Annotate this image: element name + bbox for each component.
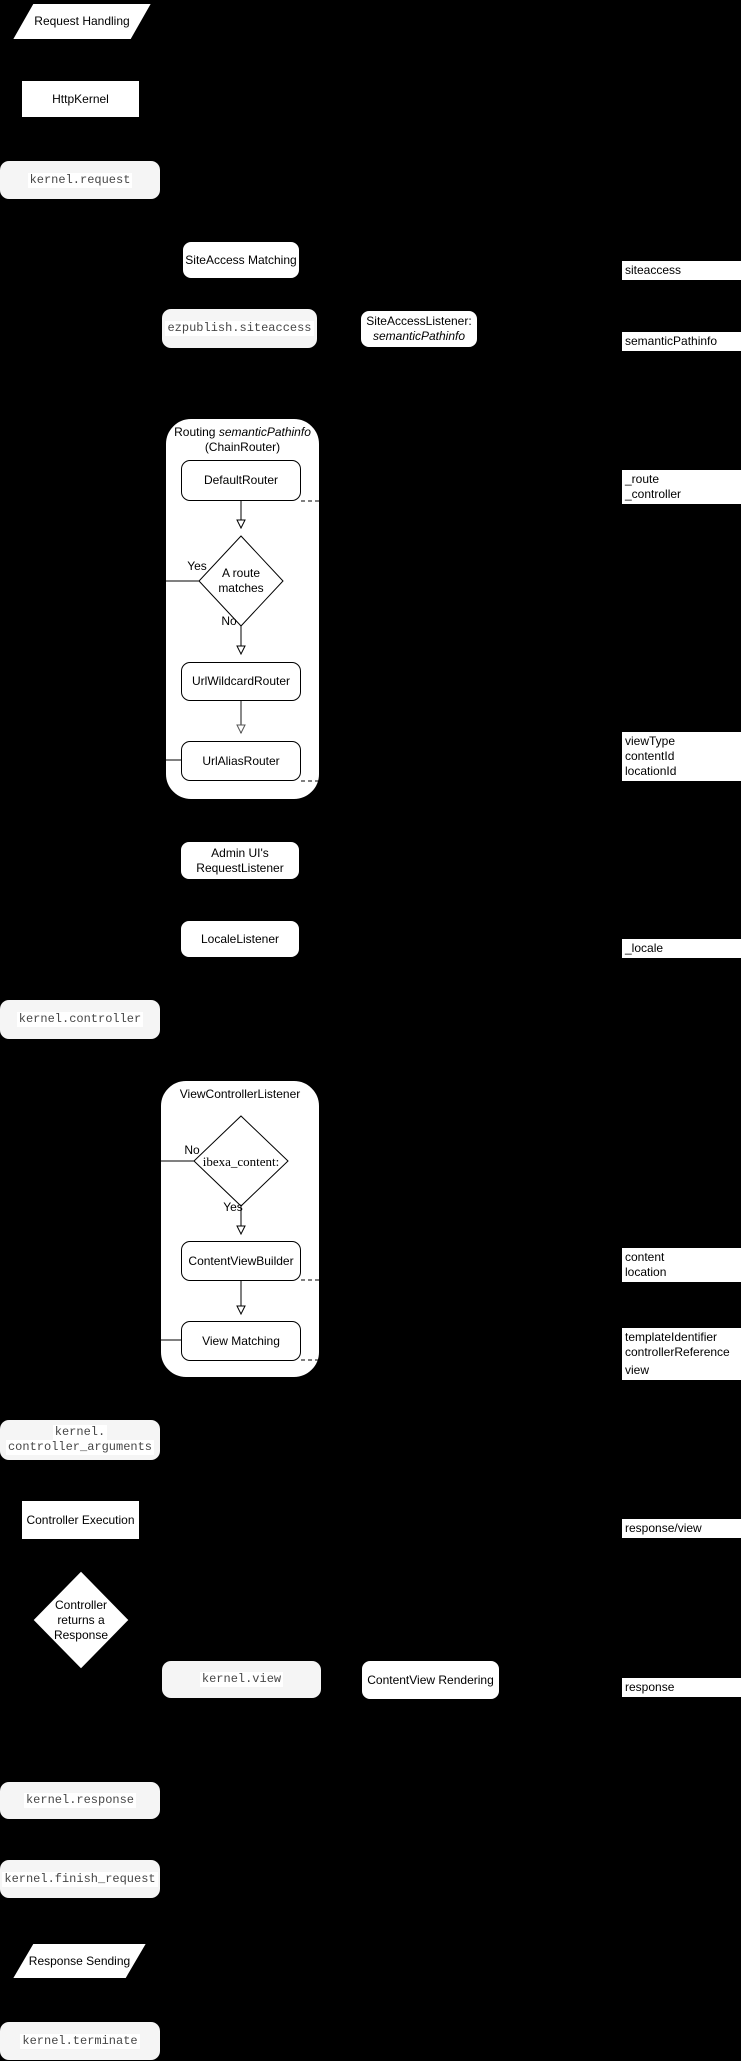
kernel-finish-request-label: kernel.finish_request <box>2 1871 158 1887</box>
kernel-view-event: kernel.view <box>162 1661 321 1698</box>
urlwildcardrouter-label: UrlWildcardRouter <box>191 674 291 688</box>
request-handling-label: Request Handling <box>34 14 130 28</box>
contentviewbuilder-node: ContentViewBuilder <box>181 1241 301 1281</box>
controller-execution-node: Controller Execution <box>21 1500 140 1540</box>
kernel-response-event: kernel.response <box>0 1782 160 1819</box>
urlwildcardrouter-node: UrlWildcardRouter <box>181 662 301 701</box>
kernel-view-label: kernel.view <box>199 1672 284 1687</box>
route-matches-label: A route matches <box>218 566 264 595</box>
httpkernel-node: HttpKernel <box>21 80 140 118</box>
response-sending-label: Response Sending <box>28 1953 131 1968</box>
admin-ui-requestlistener-node: Admin UI's RequestListener <box>180 841 300 880</box>
side-label-siteaccess: siteaccess <box>622 261 741 280</box>
controller-returns-response-label: Controller returns a Response <box>53 1598 109 1642</box>
side-label-response: response <box>622 1678 741 1697</box>
kernel-terminate-event: kernel.terminate <box>0 2022 160 2060</box>
kernel-request-label: kernel.request <box>27 172 133 188</box>
viewcontroller-connectors <box>161 1115 321 1361</box>
side-label-template-controller-reference: templateIdentifier controllerReference <box>622 1328 741 1362</box>
kernel-response-label: kernel.response <box>23 1793 137 1808</box>
siteaccess-listener-node: SiteAccessListener: semanticPathinfo <box>360 310 478 348</box>
view-matching-node: View Matching <box>181 1321 301 1361</box>
viewcontrollerlistener-title: ViewControllerListener <box>179 1087 301 1101</box>
contentviewbuilder-label: ContentViewBuilder <box>188 1253 294 1268</box>
ibexa-content-label: ibexa_content: <box>202 1154 280 1169</box>
no-branch-label: No <box>184 1143 200 1157</box>
viewcontrollerlistener-container: ViewControllerListener No ibexa_content:… <box>160 1080 321 1378</box>
routing-container-title: Routing semanticPathinfo (ChainRouter) <box>174 425 311 454</box>
request-handling-parallelogram <box>12 3 152 40</box>
side-label-view: view <box>622 1361 741 1380</box>
yes-branch-label: Yes <box>223 1200 243 1214</box>
kernel-controller-arguments-event: kernel. controller_arguments <box>0 1420 160 1460</box>
contentview-rendering-label: ContentView Rendering <box>367 1672 494 1687</box>
kernel-finish-request-event: kernel.finish_request <box>0 1860 160 1898</box>
routing-chainrouter-container: Routing semanticPathinfo (ChainRouter) D… <box>165 418 321 800</box>
ezpublish-siteaccess-label: ezpublish.siteaccess <box>165 321 314 336</box>
side-label-viewtype-contentid-locationid: viewType contentId locationId <box>622 732 741 781</box>
routing-connectors <box>166 500 321 782</box>
side-label-semanticpathinfo: semanticPathinfo <box>622 332 741 351</box>
siteaccess-matching-label: SiteAccess Matching <box>185 252 297 267</box>
siteaccess-listener-line2: semanticPathinfo <box>372 329 466 343</box>
kernel-request-event: kernel.request <box>0 161 160 199</box>
siteaccess-matching-node: SiteAccess Matching <box>182 241 300 279</box>
siteaccess-listener-line1: SiteAccessListener: <box>366 314 472 328</box>
urlaliasrouter-node: UrlAliasRouter <box>181 741 301 781</box>
no-branch-label: No <box>221 614 237 628</box>
response-sending-parallelogram <box>12 1943 147 1979</box>
contentview-rendering-node: ContentView Rendering <box>361 1660 500 1700</box>
controller-returns-response-diamond <box>32 1570 130 1670</box>
side-label-route-controller: _route _controller <box>622 470 741 504</box>
view-matching-label: View Matching <box>202 1333 280 1348</box>
controller-execution-label: Controller Execution <box>26 1512 135 1527</box>
side-label-content-location: content location <box>622 1248 741 1282</box>
localelistener-label: LocaleListener <box>200 931 280 946</box>
ezpublish-siteaccess-event: ezpublish.siteaccess <box>162 309 317 348</box>
localelistener-node: LocaleListener <box>180 920 300 958</box>
kernel-controller-event: kernel.controller <box>0 1000 160 1039</box>
defaultrouter-label: DefaultRouter <box>203 473 279 487</box>
kernel-terminate-label: kernel.terminate <box>20 2033 140 2049</box>
side-label-response-view: response/view <box>622 1519 741 1538</box>
kernel-controller-label: kernel.controller <box>16 1012 144 1027</box>
defaultrouter-node: DefaultRouter <box>181 460 301 501</box>
side-label-locale: _locale <box>622 939 741 958</box>
yes-branch-label: Yes <box>187 559 207 573</box>
httpkernel-label: HttpKernel <box>52 91 109 106</box>
urlaliasrouter-label: UrlAliasRouter <box>202 753 280 768</box>
